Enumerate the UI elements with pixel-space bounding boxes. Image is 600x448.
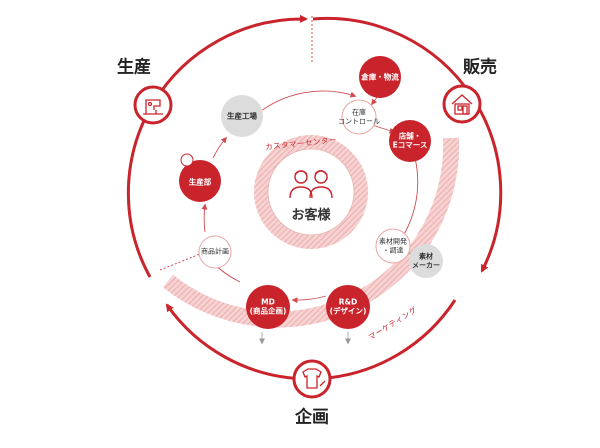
left-divider [159, 253, 201, 271]
node-md [246, 285, 290, 329]
inner-arc-5 [201, 203, 208, 233]
node-sozai-kaihatsu-label: 素材開発 ・調達 [379, 237, 407, 254]
node-sozai-kaihatsu [375, 228, 411, 264]
node-shohin-keikaku [198, 235, 232, 269]
customer-label: お客様 [291, 207, 331, 223]
store-icon [451, 94, 473, 115]
node-rd [326, 285, 370, 329]
node-zaiko-control [341, 99, 377, 135]
kikaku-icon-circle [292, 359, 332, 399]
node-soko-butsuryu [359, 56, 401, 98]
two-people-icon [289, 170, 333, 199]
node-tenpo-ecommerce [389, 120, 431, 162]
inner-arc-3 [291, 295, 327, 304]
node-seisan-kojo [221, 95, 263, 137]
node-tenpo-ecommerce-label: 店舗・ Eコマース [392, 131, 428, 150]
label-kikaku: 企画 [295, 407, 329, 428]
node-rd-label: R&D (デザイン) [329, 297, 367, 316]
node-seisan-bu-label: 生産部 [188, 177, 212, 187]
sewing-machine-icon [143, 99, 163, 115]
node-zaiko-control-label: 在庫 コントロール [338, 108, 380, 125]
node-sozai-maker [409, 244, 443, 278]
inner-arc-6 [212, 136, 227, 159]
label-seisan: 生産 [117, 57, 151, 78]
seisan-icon-circle [133, 85, 173, 125]
node-soko-butsuryu-label: 倉庫・物流 [361, 72, 399, 82]
inner-arc-1 [256, 90, 357, 115]
node-shohin-keikaku-label: 商品計画 [201, 247, 229, 256]
node-md-label: MD (商品企画) [249, 297, 287, 316]
node-sozai-maker-label: 素材 メーカー [412, 252, 440, 269]
label-hanbai: 販売 [463, 57, 497, 78]
arrow-zaiko-tenpo [371, 124, 396, 134]
t-shirt-design-icon [302, 368, 326, 389]
node-seisan-kojo-label: 生産工場 [227, 111, 257, 121]
seisan-bu-badge-icon [180, 153, 194, 167]
customer-center-ring [254, 135, 368, 249]
node-seisan-bu [179, 160, 221, 202]
